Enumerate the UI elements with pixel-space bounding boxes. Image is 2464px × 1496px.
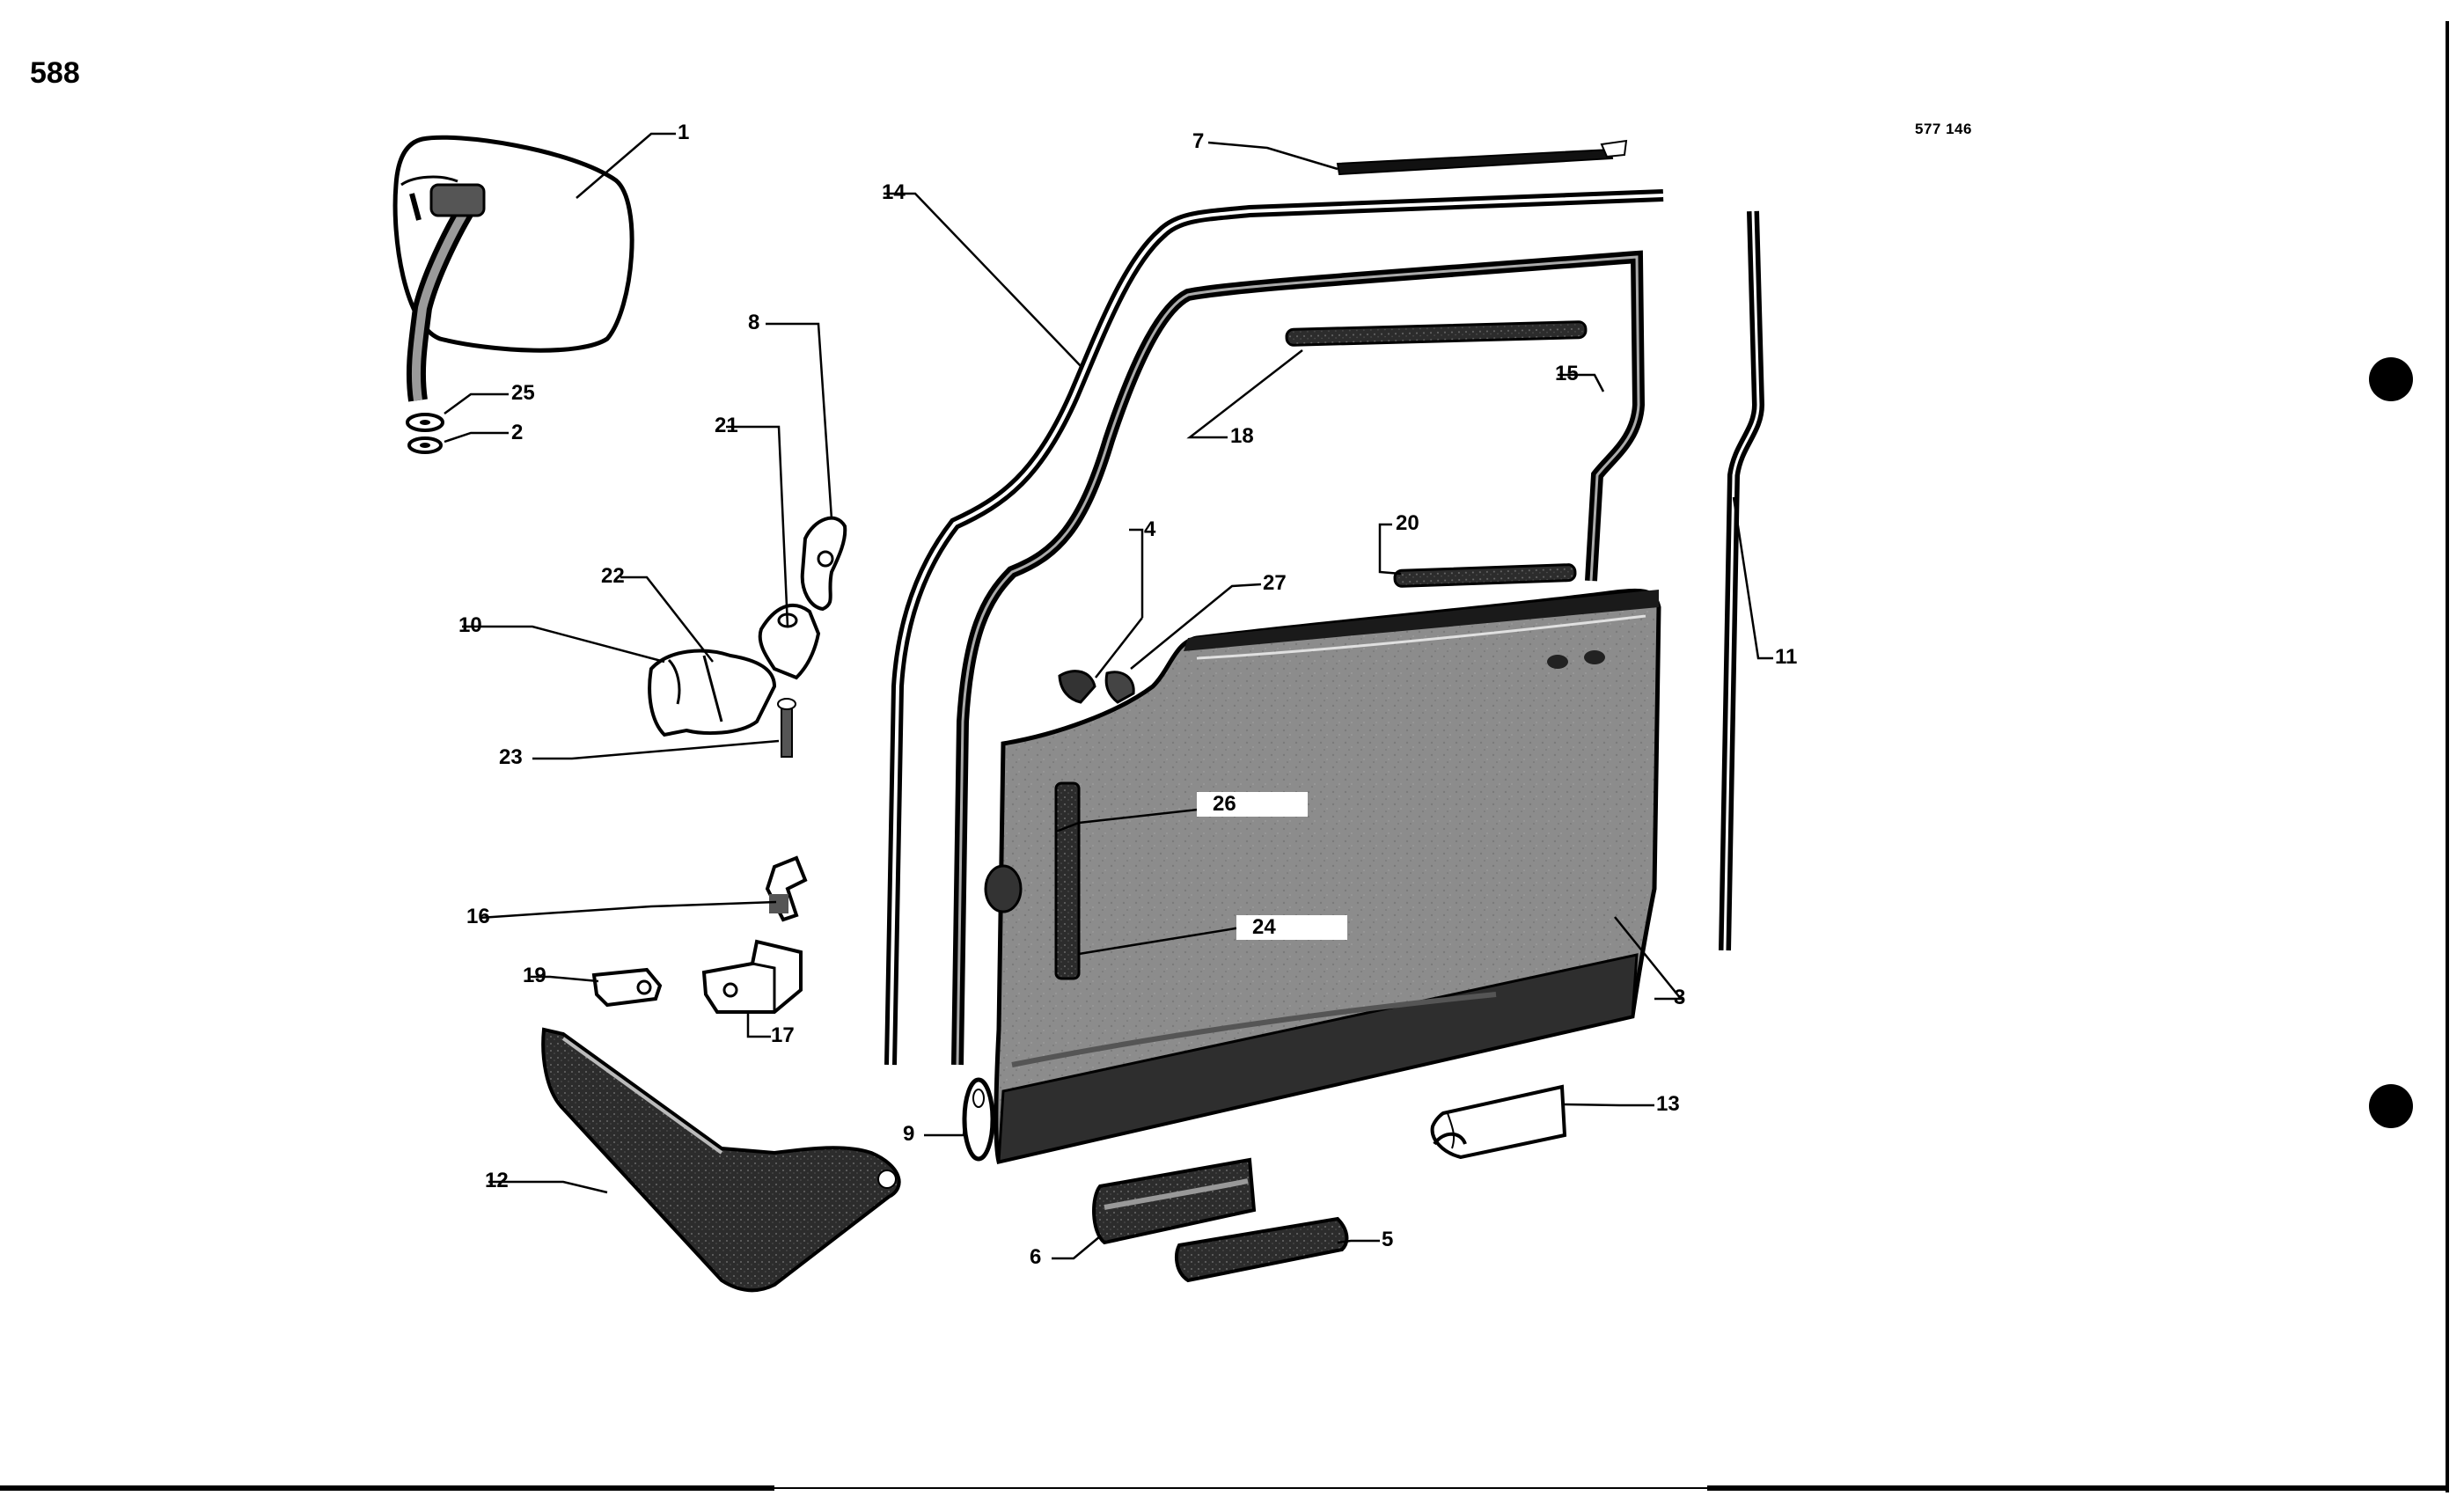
- callout-14: 14: [882, 180, 906, 204]
- callout-21: 21: [715, 414, 738, 437]
- small-bracket: [591, 967, 663, 1008]
- page-edge-bottom-middle: [774, 1487, 1707, 1489]
- callout-1: 1: [678, 121, 690, 144]
- callout-17: 17: [771, 1023, 795, 1047]
- door-bumper: [984, 864, 1023, 913]
- callout-16: 16: [466, 905, 490, 928]
- binder-hole-bottom: [2369, 1084, 2413, 1128]
- callout-24: 24: [1236, 915, 1347, 940]
- callout-13: 13: [1656, 1092, 1680, 1116]
- callout-11: 11: [1775, 645, 1798, 669]
- plug-4: [1058, 670, 1096, 704]
- page-edge-bottom-right: [1707, 1485, 2448, 1491]
- handle-cover: [1092, 1157, 1257, 1245]
- callout-5: 5: [1382, 1228, 1394, 1251]
- hinge-upper-part: [800, 516, 847, 612]
- callout-8: 8: [748, 311, 760, 334]
- lock-bracket: [765, 855, 808, 922]
- callout-18: 18: [1230, 424, 1254, 448]
- oval-grommet: [962, 1077, 995, 1162]
- hinge-assembly: [648, 649, 777, 737]
- binder-hole-top: [2369, 357, 2413, 401]
- callout-20: 20: [1396, 511, 1419, 535]
- callout-12: 12: [485, 1169, 509, 1192]
- callout-3: 3: [1674, 986, 1686, 1009]
- callout-25: 25: [511, 381, 535, 405]
- page-number: 588: [30, 56, 80, 90]
- drawing-number: 577 146: [1915, 121, 1972, 137]
- callout-15: 15: [1555, 362, 1579, 385]
- angle-bracket: [701, 939, 803, 1014]
- hinge-bracket: [758, 603, 821, 680]
- door-panel: [994, 588, 1661, 1164]
- rear-guide-rail: [1719, 210, 1765, 951]
- page-edge-right: [2446, 21, 2449, 1492]
- callout-10: 10: [458, 613, 482, 637]
- plug-27: [1104, 671, 1135, 704]
- window-channel-strip: [1285, 320, 1588, 347]
- callout-2: 2: [511, 421, 524, 444]
- callout-19: 19: [523, 964, 546, 987]
- callout-7: 7: [1192, 129, 1205, 153]
- lower-channel-strip: [1393, 563, 1577, 588]
- callout-4: 4: [1144, 517, 1156, 541]
- callout-22: 22: [601, 564, 625, 588]
- callout-27: 27: [1263, 571, 1287, 595]
- callout-23: 23: [499, 745, 523, 769]
- mirror-washers: [406, 413, 444, 454]
- leader-lines: [444, 132, 1773, 1260]
- callout-9: 9: [903, 1122, 915, 1146]
- page-edge-bottom-left: [0, 1485, 774, 1491]
- door-edge-seal: [1054, 781, 1081, 980]
- top-trim-strip: [1336, 139, 1628, 176]
- handle-pad: [1175, 1216, 1349, 1283]
- callout-26: 26: [1197, 792, 1308, 817]
- extruded-seal-section: [1430, 1084, 1567, 1160]
- rear-view-mirror: [392, 135, 634, 402]
- hinge-pin: [777, 698, 796, 758]
- callout-6: 6: [1030, 1245, 1042, 1269]
- lower-bracket-plate: [541, 1027, 901, 1293]
